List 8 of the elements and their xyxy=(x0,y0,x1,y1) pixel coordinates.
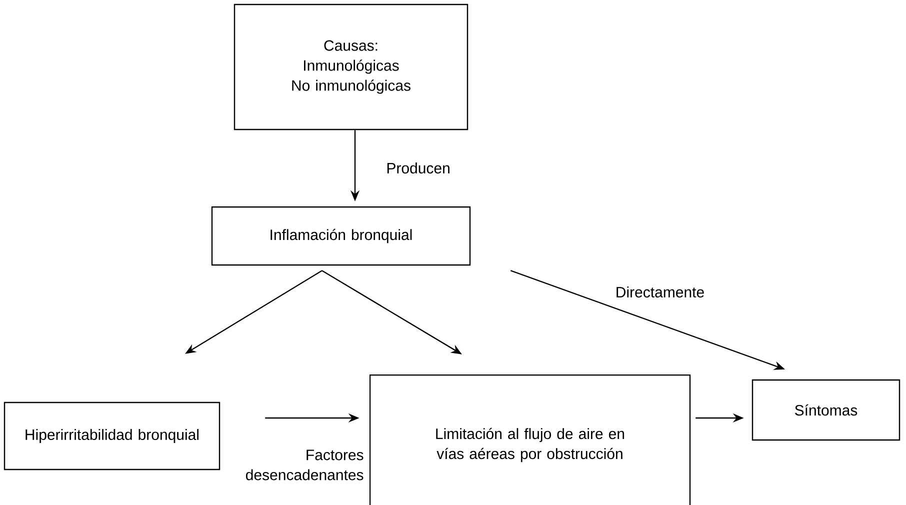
process-box: Síntomas xyxy=(752,379,900,441)
process-box: Limitación al flujo de aire en vías aéreas por obstrucción xyxy=(369,374,691,505)
edge-label: Factores desencadenantes xyxy=(246,450,364,480)
process-box: Inflamación bronquial xyxy=(211,206,471,266)
process-box: Hiperirritabilidad bronquial xyxy=(4,402,220,470)
process-box: Causas: Inmunológicas No inmunológicas xyxy=(234,4,468,130)
edge-label: Directamente xyxy=(616,286,704,298)
edge-label: Producen xyxy=(387,162,450,174)
